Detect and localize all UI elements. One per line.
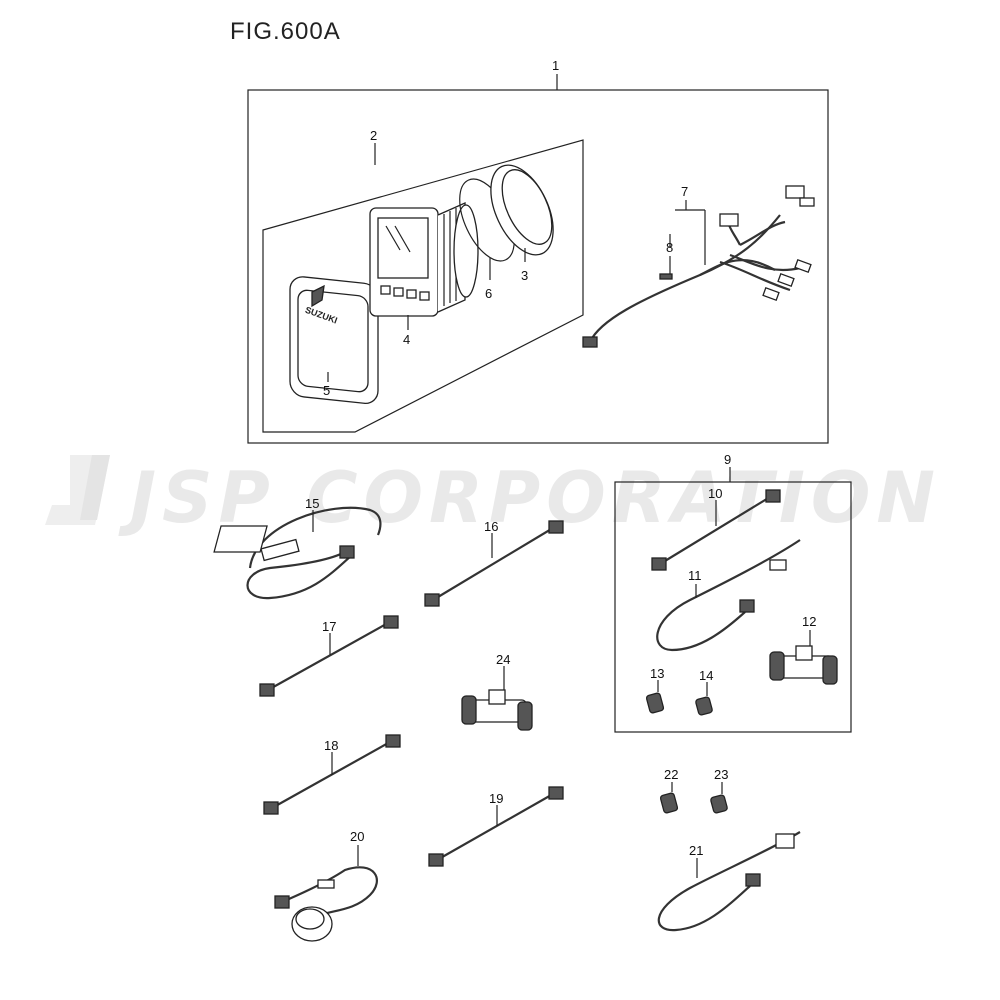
part-12-t-connector — [769, 645, 838, 685]
callout-6: 6 — [485, 286, 492, 301]
callout-18: 18 — [324, 738, 338, 753]
callout-12: 12 — [802, 614, 816, 629]
callout-8: 8 — [666, 240, 673, 255]
part-10-cable — [659, 496, 771, 565]
part-11-cable — [656, 539, 801, 652]
callout-19: 19 — [489, 791, 503, 806]
part-22-terminator — [659, 792, 679, 814]
callout-1: 1 — [552, 58, 559, 73]
callout-3: 3 — [521, 268, 528, 283]
callout-5: 5 — [323, 383, 330, 398]
watermark: JSP CORPORATION — [45, 455, 941, 539]
callout-15: 15 — [305, 496, 319, 511]
suzuki-s-logo-icon — [311, 284, 325, 308]
callout-10: 10 — [708, 486, 722, 501]
gauge-button-4 — [419, 291, 430, 301]
part-3-ring-nut — [490, 164, 554, 256]
part-20-cable — [281, 866, 378, 917]
part-13-terminator — [645, 692, 665, 714]
part-19-cable — [436, 793, 554, 861]
gauge-button-1 — [380, 285, 391, 295]
callout-4: 4 — [403, 332, 410, 347]
callout-11: 11 — [688, 568, 702, 583]
kit-9-box — [614, 481, 852, 733]
callout-13: 13 — [650, 666, 664, 681]
part-8-terminal — [659, 273, 673, 280]
callout-20: 20 — [350, 829, 364, 844]
part-24-t-connector — [461, 689, 533, 731]
assembly-1-box — [247, 89, 829, 444]
part-23-terminator — [710, 794, 728, 814]
gauge-button-3 — [406, 289, 417, 299]
figure-title: FIG.600A — [230, 18, 341, 45]
callout-17: 17 — [322, 619, 336, 634]
part-15-module — [213, 525, 268, 553]
callout-23: 23 — [714, 767, 728, 782]
harness-connector — [582, 336, 598, 348]
callout-24: 24 — [496, 652, 510, 667]
part-16-cable — [432, 527, 554, 601]
part-4-gauge — [369, 201, 479, 317]
callout-9: 9 — [724, 452, 731, 467]
watermark-text: JSP CORPORATION — [118, 457, 941, 539]
part-21-cable — [657, 831, 801, 932]
callout-21: 21 — [689, 843, 703, 858]
part-17-cable — [267, 622, 389, 691]
gauge-button-2 — [393, 287, 404, 297]
part-14-terminator — [695, 696, 713, 716]
part-7-wiring-harness — [582, 185, 815, 348]
gauge-screen — [377, 217, 429, 279]
callout-16: 16 — [484, 519, 498, 534]
callout-7: 7 — [681, 184, 688, 199]
part-5-bezel-cover: SUZUKI — [289, 276, 379, 404]
callout-22: 22 — [664, 767, 678, 782]
assembly-2-box — [262, 139, 584, 433]
part-18-cable — [271, 741, 391, 809]
callout-14: 14 — [699, 668, 713, 683]
part-15-cable — [246, 551, 353, 600]
callout-2: 2 — [370, 128, 377, 143]
